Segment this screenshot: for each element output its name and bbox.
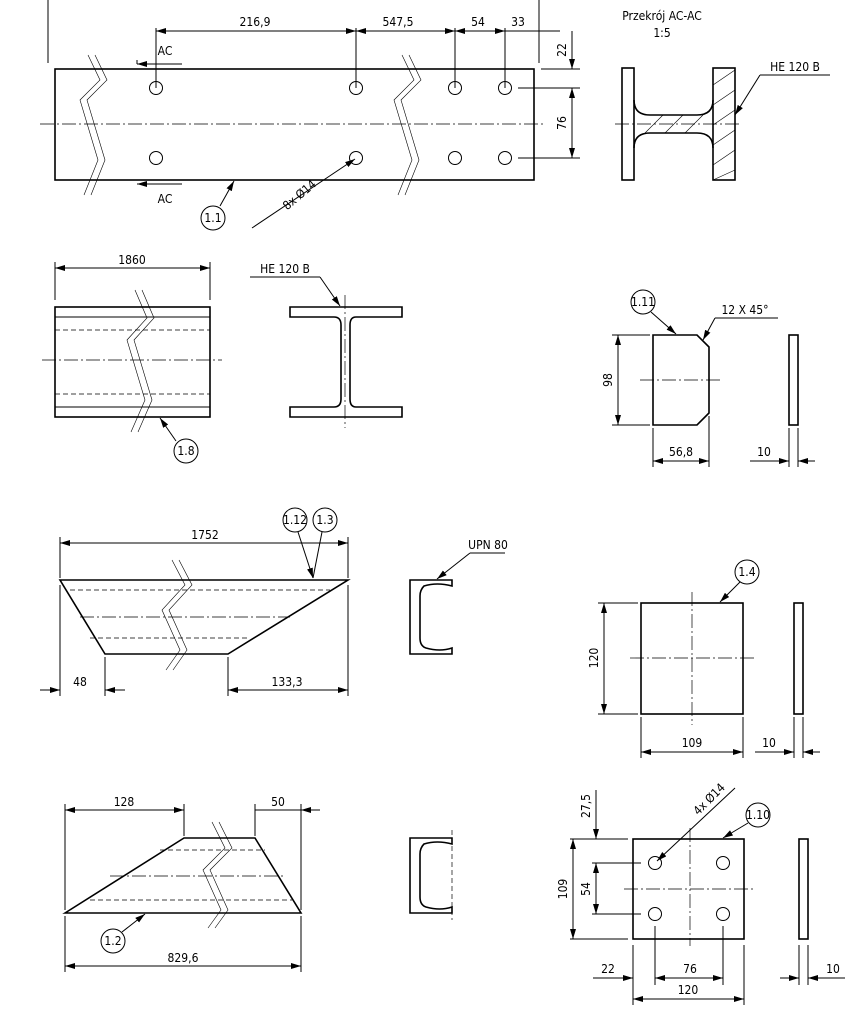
part-1-8-view: 1860 1.8 HE 120 B	[42, 253, 403, 464]
dim-133-3: 133,3	[272, 675, 303, 689]
dim-54: 54	[471, 15, 485, 29]
callout-1-3: 1.3	[316, 513, 333, 527]
chamfer-note: 12 X 45°	[721, 303, 768, 317]
dim-98: 98	[601, 373, 615, 387]
part-1-1-view: 216,9 547,5 54 33 22 76 AC AC 1.1 8x Ø14	[40, 0, 580, 231]
part-1-11-view: 98 56,8 1.11 12 X 45° 10	[601, 289, 815, 467]
callout-1-10: 1.10	[746, 808, 770, 822]
dim-76-1-10: 76	[683, 962, 697, 976]
section-ac-ac: Przekrój AC-AC 1:5 HE 120 B	[615, 9, 830, 181]
part-1-12-view: 1752 1.12 1.3 48 133,3 UPN 80	[40, 507, 508, 696]
dim-829-6: 829,6	[168, 951, 199, 965]
callout-1-1	[200, 205, 226, 231]
dim-128: 128	[114, 795, 135, 809]
dim-56-8: 56,8	[669, 445, 693, 459]
dim-50: 50	[271, 795, 285, 809]
callout-1-4: 1.4	[738, 565, 755, 579]
callout-1-8: 1.8	[177, 444, 194, 458]
callout-1-2: 1.2	[104, 934, 121, 948]
dim-547-5: 547,5	[383, 15, 414, 29]
part-1-4-view: 1.4 120 109 10	[587, 559, 820, 758]
holes-note: 8x Ø14	[280, 177, 319, 213]
cut-label-top: AC	[158, 44, 173, 58]
dim-54-1-10: 54	[579, 882, 593, 896]
section-title: Przekrój AC-AC	[622, 9, 702, 23]
dim-120-1-4: 120	[587, 648, 601, 669]
dim-33: 33	[511, 15, 525, 29]
profile-label-upn80: UPN 80	[468, 538, 508, 552]
callout-1-1-text: 1.1	[204, 211, 221, 225]
part-1-2-view: 128 50 829,6 1.2	[62, 795, 453, 972]
section-scale: 1:5	[653, 26, 670, 40]
callout-1-11: 1.11	[631, 295, 655, 309]
holes	[149, 81, 512, 165]
dim-27-5: 27,5	[579, 794, 593, 818]
cut-label-bottom: AC	[158, 192, 173, 206]
dim-10-1-4: 10	[762, 736, 776, 750]
dim-10-1-10: 10	[826, 962, 840, 976]
dim-1860: 1860	[118, 253, 146, 267]
part-1-10-view: 4x Ø14 1.10 109 27,5 54 22 76 120 10	[556, 780, 845, 1005]
profile-label-1-8: HE 120 B	[260, 262, 310, 276]
plate-outline	[54, 68, 535, 181]
dim-120-1-10: 120	[678, 983, 699, 997]
dim-109-1-4: 109	[682, 736, 703, 750]
dim-22-1-10: 22	[601, 962, 615, 976]
callout-1-12: 1.12	[283, 513, 307, 527]
dim-1752: 1752	[191, 528, 218, 542]
dim-109-1-10: 109	[556, 879, 570, 900]
section-profile-label: HE 120 B	[770, 60, 820, 74]
dim-10-1-11: 10	[757, 445, 771, 459]
dim-48: 48	[73, 675, 87, 689]
dim-22: 22	[555, 43, 569, 57]
dim-216-9: 216,9	[240, 15, 271, 29]
dim-76: 76	[555, 116, 569, 130]
